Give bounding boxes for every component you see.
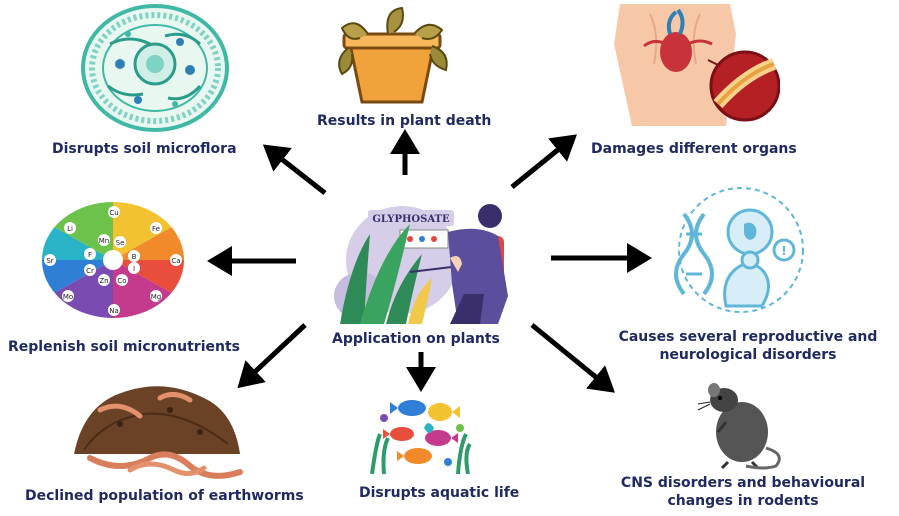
label-aquatic-life: Disrupts aquatic life [359, 485, 520, 501]
svg-text:Se: Se [116, 239, 125, 247]
label-earthworms: Declined population of earthworms [25, 488, 304, 504]
label-reproductive-disorders: Causes several reproductive and neurolog… [598, 328, 898, 364]
svg-text:GLYPHOSATE: GLYPHOSATE [372, 214, 450, 225]
label-organs: Damages different organs [591, 141, 797, 157]
label-rodents: CNS disorders and behavioural changes in… [598, 474, 888, 510]
arrow-to-earthworms [237, 323, 307, 389]
svg-text:Fe: Fe [152, 225, 160, 233]
svg-text:Mn: Mn [99, 237, 109, 245]
svg-text:Ca: Ca [171, 257, 180, 265]
label-reproductive-line1: Causes several reproductive and [618, 329, 878, 345]
arrow-to-soil-microflora [262, 144, 327, 195]
arrow-to-rodents [530, 323, 615, 393]
organs-illustration [614, 4, 780, 126]
micronutrients-wheel: Cu Li Fe Mn Se Sr F Cr Zn B Ca Mo Co I M… [40, 200, 186, 320]
soil-microflora-illustration [81, 4, 229, 132]
svg-text:I: I [133, 265, 135, 273]
aquatic-life-illustration [370, 392, 472, 476]
arrow-to-organs [510, 134, 577, 189]
label-rodents-line2: changes in rodents [667, 493, 819, 509]
rodent-illustration [697, 383, 781, 470]
svg-text:!: ! [781, 244, 786, 258]
svg-text:Cu: Cu [109, 209, 118, 217]
svg-text:F: F [88, 251, 92, 259]
svg-text:Na: Na [109, 307, 119, 315]
svg-text:Mg: Mg [151, 293, 161, 301]
wilted-plant-illustration [338, 6, 448, 104]
svg-text:Co: Co [117, 277, 126, 285]
label-soil-microflora: Disrupts soil microflora [52, 141, 237, 157]
label-rodents-line1: CNS disorders and behavioural [620, 475, 866, 491]
svg-text:Cr: Cr [86, 267, 94, 275]
reproductive-neuro-illustration: ! [674, 187, 804, 313]
svg-text:Li: Li [67, 225, 73, 233]
earthworms-illustration [74, 386, 243, 479]
svg-text:Zn: Zn [99, 277, 108, 285]
label-micronutrients: Replenish soil micronutrients [8, 339, 240, 355]
label-reproductive-line2: neurological disorders [659, 347, 837, 363]
label-application-on-plants: Application on plants [332, 331, 500, 347]
label-plant-death: Results in plant death [317, 113, 492, 129]
svg-text:B: B [132, 253, 137, 261]
svg-text:Mo: Mo [63, 293, 73, 301]
glyphosate-spraying-illustration: GLYPHOSATE [334, 204, 508, 324]
svg-text:Sr: Sr [46, 257, 53, 265]
